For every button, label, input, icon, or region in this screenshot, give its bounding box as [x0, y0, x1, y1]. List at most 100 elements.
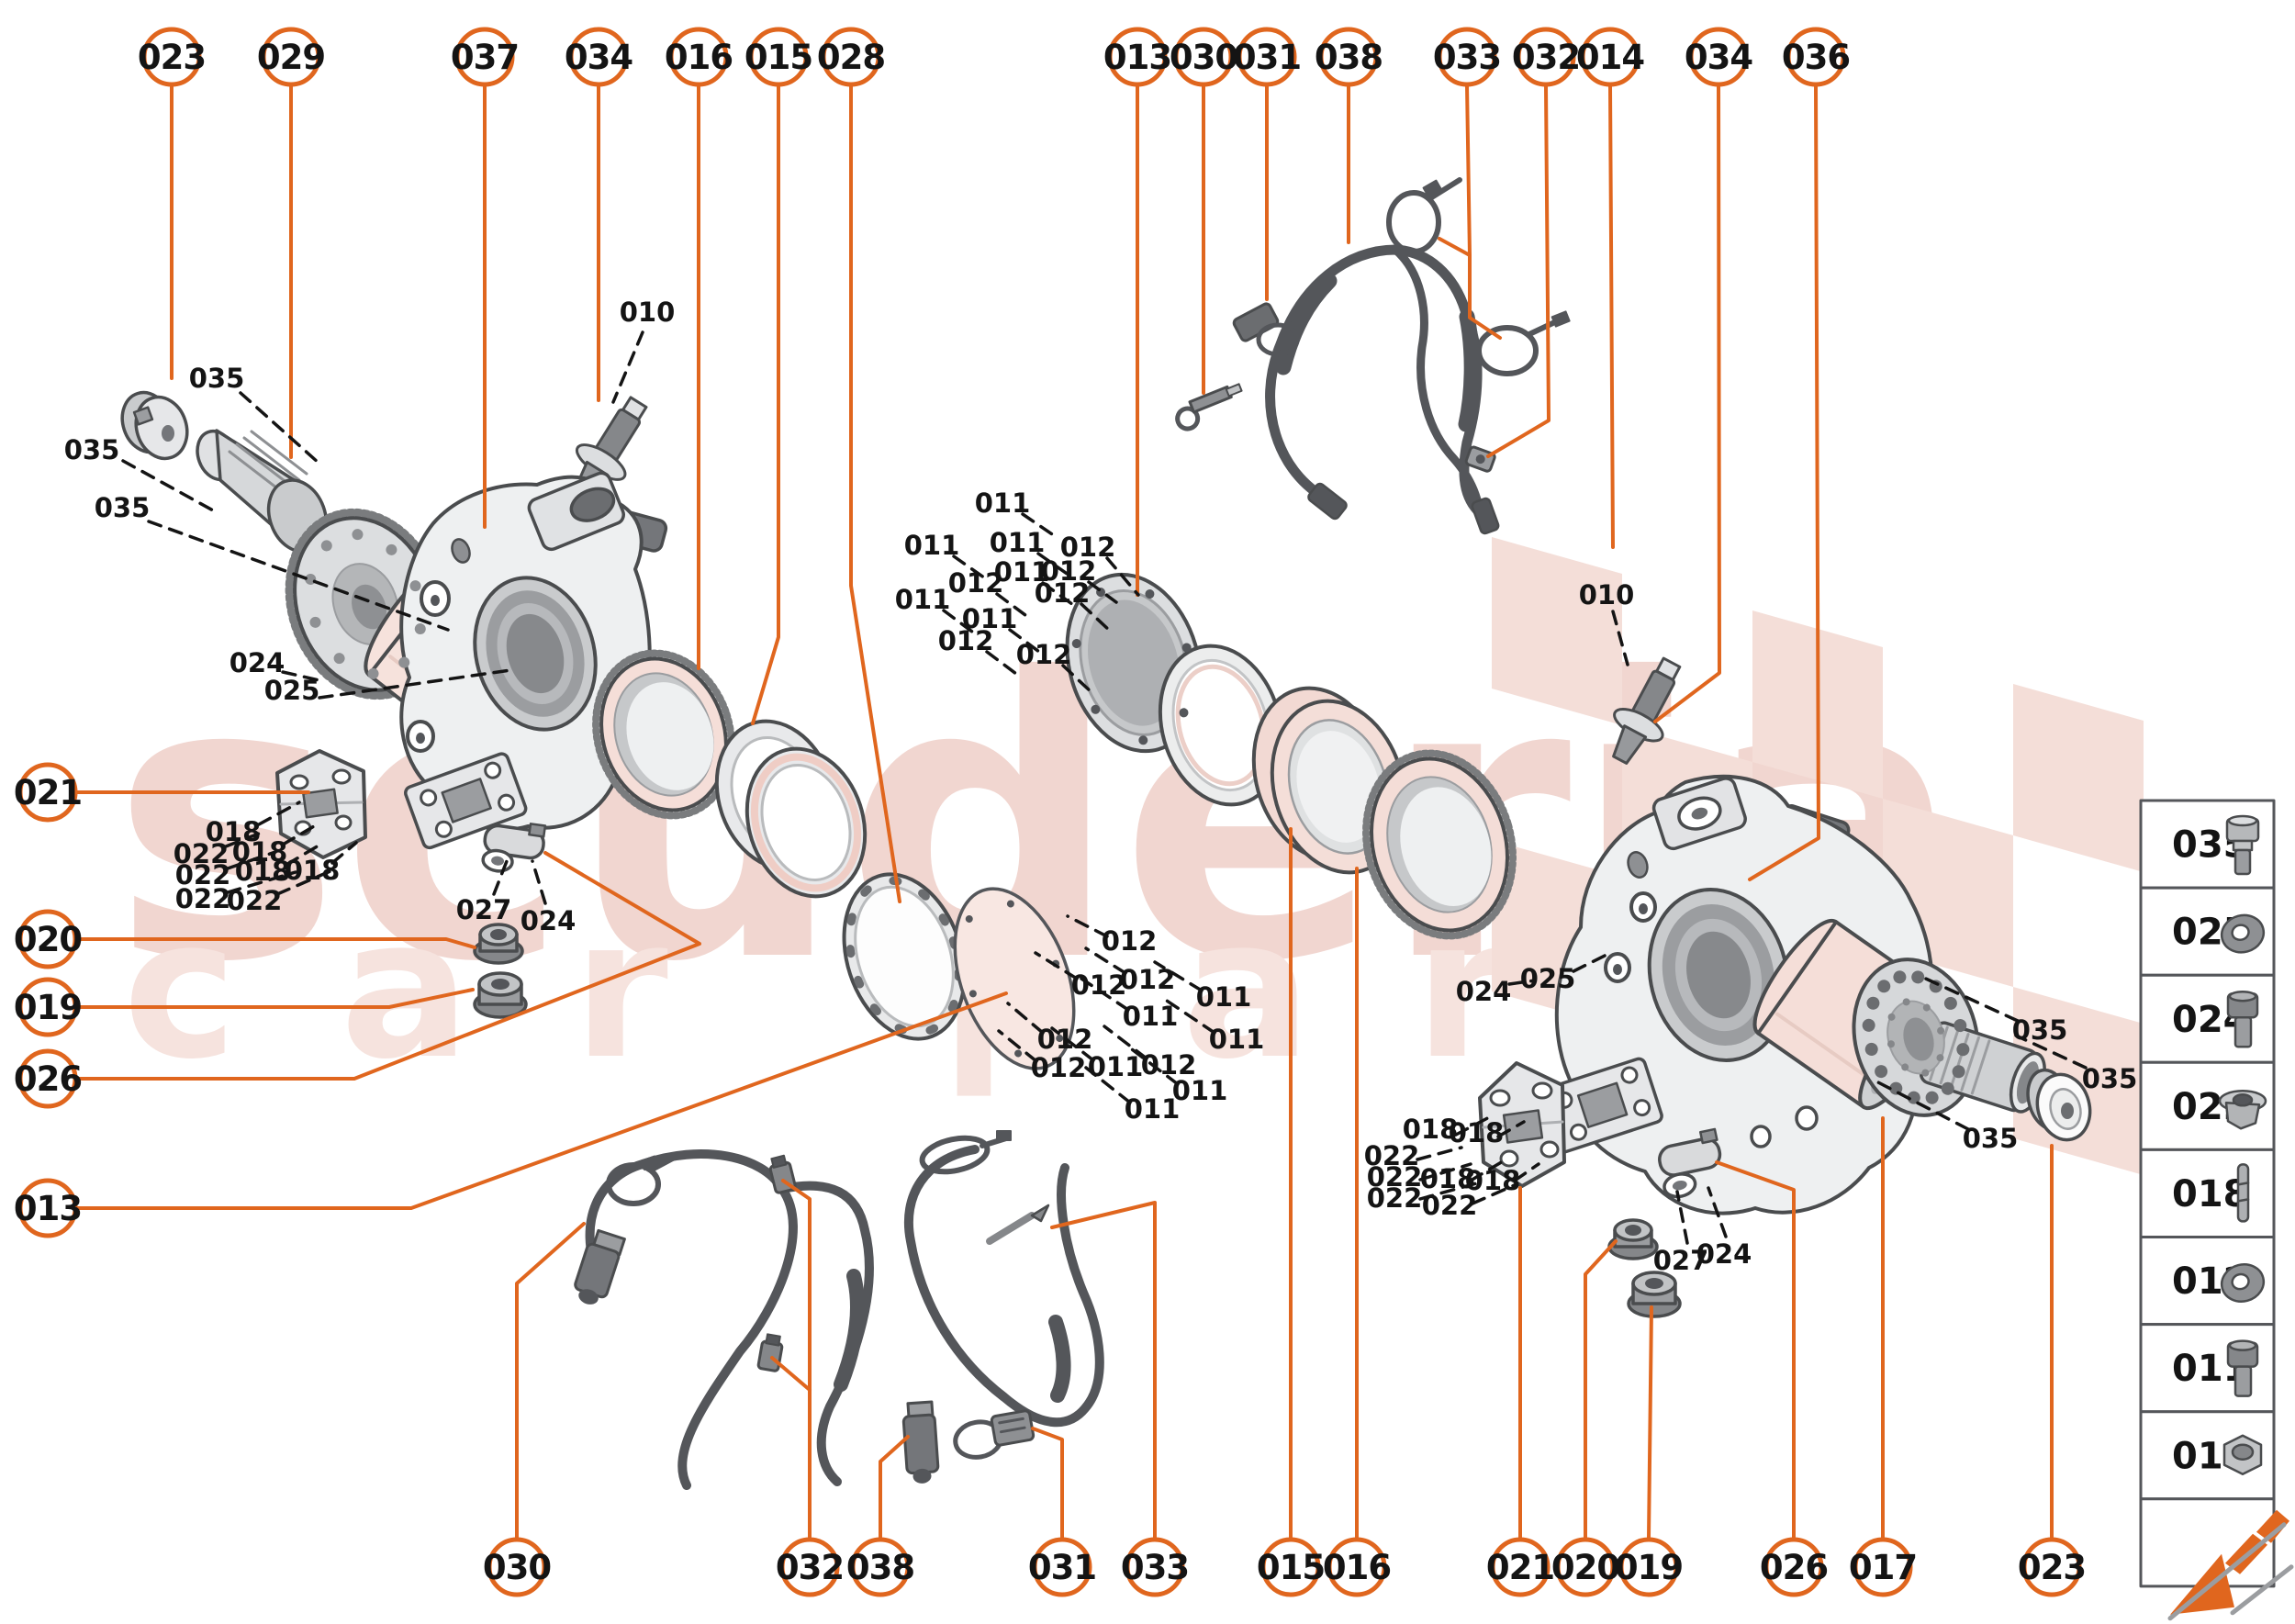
callout-bottom-017[interactable]: 017 — [1849, 1537, 1918, 1597]
callout-top-016[interactable]: 016 — [665, 27, 733, 87]
callout-circle[interactable] — [17, 977, 78, 1037]
callout-number[interactable]: 013 — [1103, 38, 1172, 77]
callout-number[interactable]: 016 — [1323, 1548, 1392, 1587]
callout-bottom-021[interactable]: 021 — [1486, 1537, 1555, 1597]
callout-circle[interactable] — [141, 27, 202, 87]
callout-number[interactable]: 034 — [1685, 38, 1753, 77]
callout-circle[interactable] — [1853, 1537, 1913, 1597]
callout-circle[interactable] — [1237, 27, 1297, 87]
callout-circle[interactable] — [748, 27, 809, 87]
callout-circle[interactable] — [850, 1537, 911, 1597]
callout-number[interactable]: 014 — [1576, 38, 1645, 77]
callout-number[interactable]: 033 — [1433, 38, 1502, 77]
callout-circle[interactable] — [821, 27, 881, 87]
callout-bottom-023[interactable]: 023 — [2018, 1537, 2087, 1597]
callout-left-013[interactable]: 013 — [14, 1178, 83, 1238]
callout-number[interactable]: 029 — [257, 38, 326, 77]
callout-top-015[interactable]: 015 — [744, 27, 813, 87]
callout-number[interactable]: 034 — [565, 38, 633, 77]
callout-circle[interactable] — [261, 27, 321, 87]
callout-circle[interactable] — [1688, 27, 1749, 87]
callout-number[interactable]: 015 — [744, 38, 813, 77]
callout-number[interactable]: 038 — [1315, 38, 1383, 77]
callout-number[interactable]: 023 — [2018, 1548, 2087, 1587]
callout-circle[interactable] — [568, 27, 629, 87]
callout-top-014[interactable]: 014 — [1576, 27, 1645, 87]
callout-number[interactable]: 030 — [1170, 38, 1238, 77]
callout-bottom-038[interactable]: 038 — [846, 1537, 915, 1597]
callout-left-021[interactable]: 021 — [14, 762, 83, 823]
callout-circle[interactable] — [1173, 27, 1234, 87]
callout-bottom-019[interactable]: 019 — [1615, 1537, 1684, 1597]
callout-circle[interactable] — [1327, 1537, 1387, 1597]
callout-top-031[interactable]: 031 — [1233, 27, 1302, 87]
callout-bottom-031[interactable]: 031 — [1028, 1537, 1097, 1597]
callout-number[interactable]: 026 — [1760, 1548, 1829, 1587]
callout-bottom-030[interactable]: 030 — [483, 1537, 552, 1597]
callout-circle[interactable] — [1516, 27, 1576, 87]
callout-number[interactable]: 037 — [451, 38, 520, 77]
callout-number[interactable]: 026 — [14, 1059, 83, 1099]
callout-bottom-016[interactable]: 016 — [1323, 1537, 1392, 1597]
callout-bottom-015[interactable]: 015 — [1257, 1537, 1326, 1597]
callout-top-029[interactable]: 029 — [257, 27, 326, 87]
callout-bottom-020[interactable]: 020 — [1551, 1537, 1620, 1597]
callout-number[interactable]: 036 — [1782, 38, 1851, 77]
callout-top-036[interactable]: 036 — [1782, 27, 1851, 87]
callout-top-030[interactable]: 030 — [1170, 27, 1238, 87]
callout-number[interactable]: 020 — [14, 920, 83, 959]
callout-circle[interactable] — [1555, 1537, 1616, 1597]
legend-part-number[interactable]: 018 — [2172, 1173, 2249, 1215]
callout-circle[interactable] — [17, 1048, 78, 1109]
callout-circle[interactable] — [17, 909, 78, 969]
callout-number[interactable]: 023 — [138, 38, 207, 77]
callout-bottom-033[interactable]: 033 — [1121, 1537, 1190, 1597]
callout-number[interactable]: 031 — [1028, 1548, 1097, 1587]
callout-circle[interactable] — [779, 1537, 840, 1597]
callout-number[interactable]: 015 — [1257, 1548, 1326, 1587]
callout-number[interactable]: 021 — [1486, 1548, 1555, 1587]
callout-circle[interactable] — [1763, 1537, 1824, 1597]
callout-circle[interactable] — [1107, 27, 1168, 87]
callout-left-020[interactable]: 020 — [14, 909, 83, 969]
callout-circle[interactable] — [1318, 27, 1379, 87]
callout-top-013[interactable]: 013 — [1103, 27, 1172, 87]
callout-number[interactable]: 032 — [1512, 38, 1581, 77]
callout-number[interactable]: 033 — [1121, 1548, 1190, 1587]
callout-circle[interactable] — [1437, 27, 1497, 87]
callout-circle[interactable] — [17, 1178, 78, 1238]
callout-number[interactable]: 032 — [776, 1548, 845, 1587]
callout-circle[interactable] — [1786, 27, 1846, 87]
callout-bottom-026[interactable]: 026 — [1760, 1537, 1829, 1597]
callout-circle[interactable] — [1032, 1537, 1092, 1597]
callout-number[interactable]: 020 — [1551, 1548, 1620, 1587]
callout-number[interactable]: 013 — [14, 1189, 83, 1228]
callout-circle[interactable] — [1618, 1537, 1679, 1597]
callout-top-028[interactable]: 028 — [817, 27, 886, 87]
callout-number[interactable]: 021 — [14, 773, 83, 812]
callout-number[interactable]: 019 — [14, 988, 83, 1027]
callout-number[interactable]: 031 — [1233, 38, 1302, 77]
callout-circle[interactable] — [1125, 1537, 1185, 1597]
callout-number[interactable]: 030 — [483, 1548, 552, 1587]
callout-circle[interactable] — [1490, 1537, 1551, 1597]
callout-circle[interactable] — [487, 1537, 547, 1597]
callout-number[interactable]: 016 — [665, 38, 733, 77]
callout-number[interactable]: 038 — [846, 1548, 915, 1587]
callout-top-032[interactable]: 032 — [1512, 27, 1581, 87]
callout-top-034[interactable]: 034 — [565, 27, 633, 87]
callout-number[interactable]: 017 — [1849, 1548, 1918, 1587]
callout-circle[interactable] — [1260, 1537, 1321, 1597]
callout-number[interactable]: 028 — [817, 38, 886, 77]
callout-bottom-032[interactable]: 032 — [776, 1537, 845, 1597]
callout-circle[interactable] — [668, 27, 729, 87]
callout-circle[interactable] — [2021, 1537, 2082, 1597]
callout-circle[interactable] — [1580, 27, 1640, 87]
callout-top-023[interactable]: 023 — [138, 27, 207, 87]
callout-circle[interactable] — [17, 762, 78, 823]
callout-top-033[interactable]: 033 — [1433, 27, 1502, 87]
callout-number[interactable]: 019 — [1615, 1548, 1684, 1587]
callout-top-037[interactable]: 037 — [451, 27, 520, 87]
callout-left-026[interactable]: 026 — [14, 1048, 83, 1109]
callout-top-038[interactable]: 038 — [1315, 27, 1383, 87]
